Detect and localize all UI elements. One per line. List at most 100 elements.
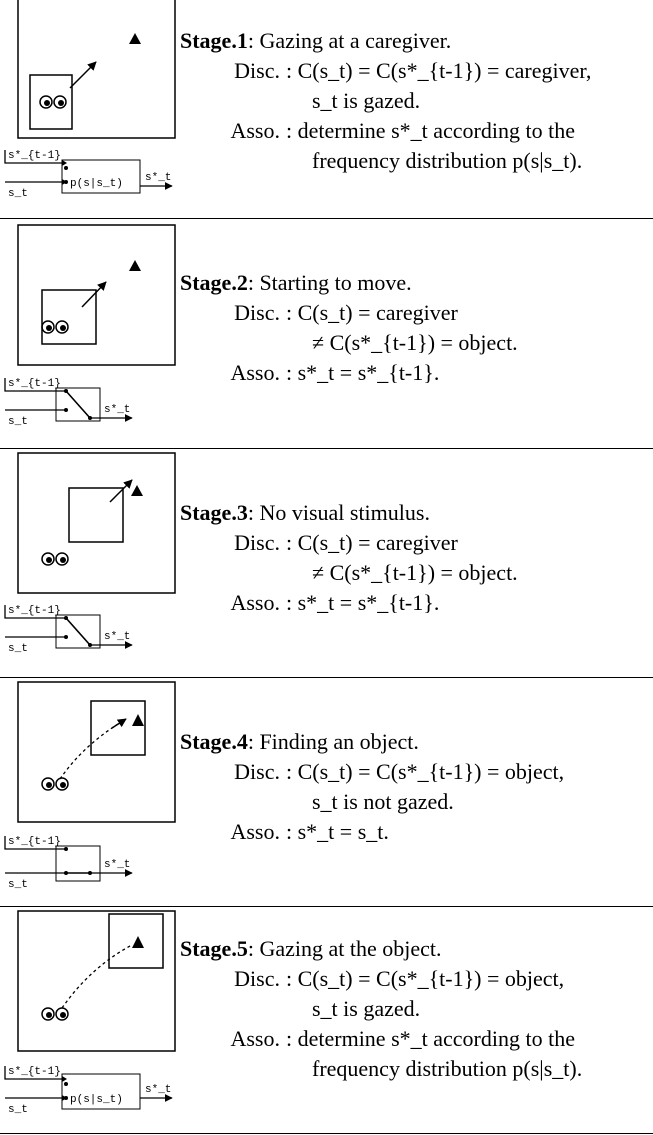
- stage-2-text: Stage.2: Starting to move. Disc.: C(s_t)…: [180, 268, 518, 388]
- input-cur-label: s_t: [8, 416, 28, 428]
- field-of-view-frame: [17, 681, 176, 823]
- disc-label: Disc.: [234, 966, 280, 991]
- stage-subtitle: : Gazing at a caregiver.: [247, 28, 452, 53]
- stage-title: Stage.3: [180, 500, 248, 525]
- input-prev-label: s*_{t-1}: [8, 378, 61, 390]
- stage-1: p(s|s_t) s*_{t-1} s_t s*_t Stage.1: Gazi…: [0, 0, 653, 218]
- gaze-window: [41, 289, 97, 345]
- stage-subtitle: : Finding an object.: [247, 729, 419, 754]
- asso-label: Asso.: [230, 1026, 280, 1051]
- field-of-view-frame: [17, 452, 176, 594]
- asso-line-1: : determine s*_t according to the: [286, 118, 575, 143]
- stage-4-text: Stage.4: Finding an object. Disc.: C(s_t…: [180, 727, 564, 847]
- disc-label: Disc.: [234, 530, 280, 555]
- stage-subtitle: : No visual stimulus.: [247, 500, 430, 525]
- input-prev-label: s*_{t-1}: [8, 605, 61, 617]
- stage-3-text: Stage.3: No visual stimulus. Disc.: C(s_…: [180, 498, 518, 618]
- object-triangle: [131, 485, 143, 496]
- gaze-window: [108, 913, 164, 969]
- disc-line-1: : C(s_t) = C(s*_{t-1}) = object,: [286, 759, 565, 784]
- stage-1-text: Stage.1: Gazing at a caregiver. Disc.: C…: [180, 26, 591, 176]
- gaze-arrow: [81, 281, 107, 308]
- asso-line-1: : s*_t = s*_{t-1}.: [286, 360, 440, 385]
- stage-2-figure: s*_{t-1} s_t s*_t: [4, 224, 176, 428]
- stage-1-figure: p(s|s_t) s*_{t-1} s_t s*_t: [4, 0, 176, 200]
- output-label: s*_t: [145, 172, 171, 184]
- stage-4-figure: s*_{t-1} s_t s*_t: [4, 681, 176, 891]
- gaze-window: [90, 700, 146, 756]
- gaze-window: [68, 487, 124, 543]
- disc-label: Disc.: [234, 300, 280, 325]
- stage-title: Stage.1: [180, 28, 248, 53]
- gaze-arrow: [69, 61, 97, 89]
- gaze-arrow: [109, 479, 133, 503]
- distribution-box-label: p(s|s_t): [70, 1094, 123, 1106]
- stage-title: Stage.2: [180, 270, 248, 295]
- asso-label: Asso.: [230, 118, 280, 143]
- output-label: s*_t: [104, 631, 130, 643]
- divider: [0, 677, 653, 678]
- stage-subtitle: : Gazing at the object.: [247, 936, 442, 961]
- disc-line-1: : C(s_t) = C(s*_{t-1}) = object,: [286, 966, 565, 991]
- eyes-icon: [39, 95, 67, 109]
- field-of-view-frame: [17, 0, 176, 139]
- disc-label: Disc.: [234, 759, 280, 784]
- asso-label: Asso.: [230, 819, 280, 844]
- association-diagram: s*_{t-1} s_t s*_t: [4, 378, 133, 428]
- input-prev-label: s*_{t-1}: [8, 1066, 61, 1078]
- gaze-trajectory: [59, 723, 119, 780]
- stage-4: s*_{t-1} s_t s*_t Stage.4: Finding an ob…: [0, 679, 653, 905]
- gaze-trajectory: [61, 945, 131, 1009]
- field-of-view-frame: [17, 910, 176, 1052]
- disc-line-2: s_t is gazed.: [312, 996, 421, 1021]
- stage-title: Stage.5: [180, 936, 248, 961]
- divider: [0, 218, 653, 219]
- input-prev-label: s*_{t-1}: [8, 836, 61, 848]
- eyes-icon: [41, 320, 69, 334]
- output-label: s*_t: [145, 1084, 171, 1096]
- disc-line-1: : C(s_t) = caregiver: [286, 530, 458, 555]
- asso-label: Asso.: [230, 590, 280, 615]
- disc-label: Disc.: [234, 58, 280, 83]
- stage-5-text: Stage.5: Gazing at the object. Disc.: C(…: [180, 934, 582, 1084]
- stage-title: Stage.4: [180, 729, 248, 754]
- object-triangle: [129, 33, 141, 44]
- association-diagram: p(s|s_t) s*_{t-1} s_t s*_t: [4, 150, 173, 200]
- input-cur-label: s_t: [8, 1104, 28, 1116]
- disc-line-2: ≠ C(s*_{t-1}) = object.: [312, 560, 518, 585]
- input-prev-label: s*_{t-1}: [8, 150, 61, 162]
- gaze-window: [29, 74, 73, 130]
- field-of-view-frame: [17, 224, 176, 366]
- stage-5-figure: p(s|s_t) s*_{t-1} s_t s*_t: [4, 910, 176, 1116]
- association-diagram: p(s|s_t) s*_{t-1} s_t s*_t: [4, 1066, 173, 1116]
- output-label: s*_t: [104, 859, 130, 871]
- divider: [0, 448, 653, 449]
- asso-line-1: : s*_t = s*_{t-1}.: [286, 590, 440, 615]
- stage-2: s*_{t-1} s_t s*_t Stage.2: Starting to m…: [0, 220, 653, 446]
- stage-3: s*_{t-1} s_t s*_t Stage.3: No visual sti…: [0, 450, 653, 676]
- input-cur-label: s_t: [8, 188, 28, 200]
- asso-line-2: frequency distribution p(s|s_t).: [312, 148, 583, 173]
- object-triangle: [129, 260, 141, 271]
- distribution-box-label: p(s|s_t): [70, 178, 123, 190]
- association-diagram: s*_{t-1} s_t s*_t: [4, 605, 133, 655]
- disc-line-1: : C(s_t) = C(s*_{t-1}) = caregiver,: [286, 58, 592, 83]
- object-triangle: [132, 936, 144, 948]
- asso-line-2: frequency distribution p(s|s_t).: [312, 1056, 583, 1081]
- stage-3-figure: s*_{t-1} s_t s*_t: [4, 452, 176, 655]
- association-diagram: s*_{t-1} s_t s*_t: [4, 836, 133, 891]
- object-triangle: [132, 714, 144, 726]
- disc-line-1: : C(s_t) = caregiver: [286, 300, 458, 325]
- asso-line-1: : s*_t = s_t.: [286, 819, 389, 844]
- input-cur-label: s_t: [8, 643, 28, 655]
- divider: [0, 906, 653, 907]
- stage-5: p(s|s_t) s*_{t-1} s_t s*_t Stage.5: Gazi…: [0, 908, 653, 1134]
- disc-line-2: ≠ C(s*_{t-1}) = object.: [312, 330, 518, 355]
- eyes-icon: [41, 1007, 69, 1021]
- stage-subtitle: : Starting to move.: [247, 270, 412, 295]
- gaze-arrow: [111, 718, 127, 729]
- eyes-icon: [41, 552, 69, 566]
- asso-line-1: : determine s*_t according to the: [286, 1026, 575, 1051]
- input-cur-label: s_t: [8, 879, 28, 891]
- asso-label: Asso.: [230, 360, 280, 385]
